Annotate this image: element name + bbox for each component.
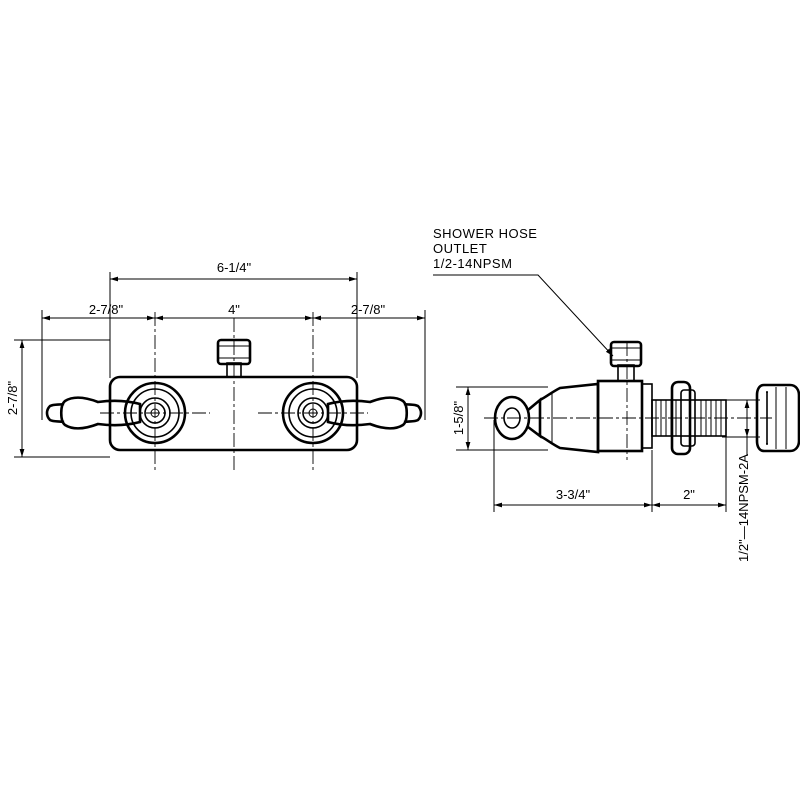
outlet-leader-line — [433, 274, 614, 357]
handle-end-ring — [493, 395, 531, 441]
left-lever-handle — [45, 396, 142, 430]
faucet-body-plate — [108, 375, 359, 452]
dimension-label-shank-length: 2" — [683, 487, 695, 502]
dimension-label-body-height: 1-5/8" — [451, 400, 466, 435]
outlet-label-line2: OUTLET — [433, 241, 487, 256]
dimension-label-left-spacing: 2-7/8" — [89, 302, 124, 317]
dimension-label-overall-width: 6-1/4" — [217, 260, 252, 275]
side-outlet-stem — [617, 364, 635, 382]
mounting-nut — [670, 380, 696, 456]
front-view: 6-1/4" 2-7/8" 4" 2-7/8" 2-7/8" — [5, 260, 426, 470]
left-valve — [123, 381, 187, 445]
dimension-label-right-spacing: 2-7/8" — [351, 302, 386, 317]
outlet-label-line3: 1/2-14NPSM — [433, 256, 512, 271]
outlet-nut — [216, 338, 252, 366]
right-lever-handle — [326, 396, 423, 430]
coupling-nut — [755, 383, 800, 453]
right-valve — [281, 381, 345, 445]
handle-neck — [527, 397, 542, 439]
valve-flange — [641, 383, 653, 449]
side-view: SHOWER HOSE OUTLET 1/2-14NPSM 1-5/8" 3-3… — [433, 226, 800, 562]
dimension-label-height: 2-7/8" — [5, 380, 20, 415]
dimension-label-body-depth: 3-3/4" — [556, 487, 591, 502]
side-outlet-nut — [609, 340, 643, 368]
dimension-label-shank-thread: 1/2"—14NPSM-2A — [736, 454, 751, 562]
valve-body — [596, 379, 644, 453]
outlet-label-line1: SHOWER HOSE — [433, 226, 537, 241]
dimension-label-center-spacing: 4" — [228, 302, 240, 317]
